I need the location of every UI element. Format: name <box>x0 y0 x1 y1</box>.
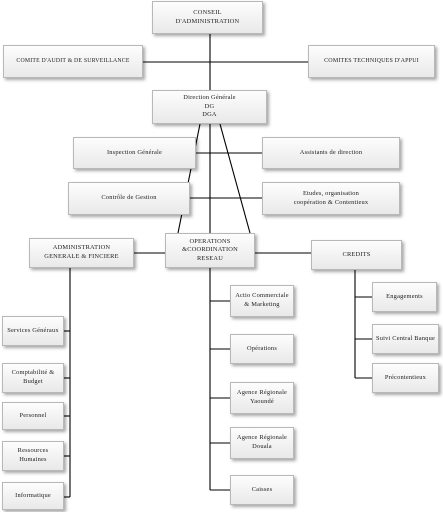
node-action-line-2: & Marketing <box>244 301 280 308</box>
node-action-line-1: Actio Commerciale <box>235 292 289 300</box>
node-controle-gestion[interactable]: Contrôle de Gestion <box>68 182 190 215</box>
node-administration-line-1: ADMINISTRATION <box>52 244 111 252</box>
node-douala-line-2: Douala <box>252 443 272 450</box>
node-direction-line-3: DGA <box>202 111 217 119</box>
node-action-commerciale[interactable]: Actio Commerciale& Marketing <box>230 285 294 317</box>
node-administration-line-2: GENERALE & FINCIERE <box>44 253 119 260</box>
node-comptabilite-line-1: Comptabilité & <box>11 369 55 377</box>
node-services-generaux[interactable]: Services Généraux <box>2 316 64 346</box>
node-rh-line-2: Humaines <box>19 456 47 463</box>
node-conseil-line-1: CONSEIL <box>193 8 222 16</box>
node-etudes-line-2: coopération & Contentieux <box>293 198 369 206</box>
node-precontentieux-label: Précontentieux <box>384 373 427 381</box>
node-suivi-label: Suivi Central Banque <box>375 334 436 342</box>
node-rh-line-1: Ressources <box>17 447 49 455</box>
node-inspection-label: Inspection Générale <box>106 148 163 156</box>
node-personnel-label: Personnel <box>19 411 47 419</box>
node-conseil-line-2: D'ADMINISTRATION <box>175 17 240 25</box>
node-operations-sub-label: Opérations <box>246 344 278 352</box>
node-credits[interactable]: CREDITS <box>311 240 402 270</box>
node-operations-line-3: RESEAU <box>196 254 224 262</box>
node-suivi-central-banque[interactable]: Suivi Central Banque <box>372 324 439 354</box>
node-comite-audit-label: COMITE D'AUDIT & DE SURVEILLANCE <box>16 57 130 64</box>
node-comites-techniques-label: COMITES TECHNIQUES D'APPUI <box>324 58 419 65</box>
node-etudes-line-1: Etudes, organisation <box>302 189 360 197</box>
node-credits-label: CREDITS <box>342 250 371 258</box>
node-caisses[interactable]: Caisses <box>230 475 294 505</box>
node-operations-line-2: &COORDINATION <box>182 246 238 254</box>
node-comite-audit[interactable]: COMITE D'AUDIT & DE SURVEILLANCE <box>3 45 143 78</box>
node-yaounde-line-2: Yaoundé <box>250 398 274 405</box>
node-assistants-label: Assistants de direction <box>299 148 363 156</box>
node-comptabilite-line-2: Budget <box>23 378 43 385</box>
node-controle-label: Contrôle de Gestion <box>101 194 157 202</box>
node-precontentieux[interactable]: Précontentieux <box>372 363 439 393</box>
node-douala-line-1: Agence Régionale <box>236 434 288 442</box>
node-personnel[interactable]: Personnel <box>2 402 64 430</box>
node-engagements[interactable]: Engagements <box>372 282 437 312</box>
node-comites-techniques[interactable]: COMITES TECHNIQUES D'APPUI <box>308 45 435 78</box>
node-informatique[interactable]: Informatique <box>2 482 64 510</box>
node-operations-line-1: OPERATIONS <box>189 237 231 245</box>
node-direction-line-2: DG <box>204 102 215 110</box>
node-caisses-label: Caisses <box>251 485 273 493</box>
node-services-generaux-label: Services Généraux <box>7 326 59 334</box>
node-operations-sub[interactable]: Opérations <box>230 334 294 364</box>
node-comptabilite-budget[interactable]: Comptabilité &Budget <box>2 363 64 393</box>
node-direction-line-1: Direction Générale <box>183 94 236 102</box>
node-inspection-generale[interactable]: Inspection Générale <box>73 137 196 169</box>
node-engagements-label: Engagements <box>386 292 423 300</box>
node-informatique-label: Informatique <box>15 491 51 499</box>
node-yaounde-line-1: Agence Régionale <box>236 389 288 397</box>
node-assistants-direction[interactable]: Assistants de direction <box>262 137 400 169</box>
